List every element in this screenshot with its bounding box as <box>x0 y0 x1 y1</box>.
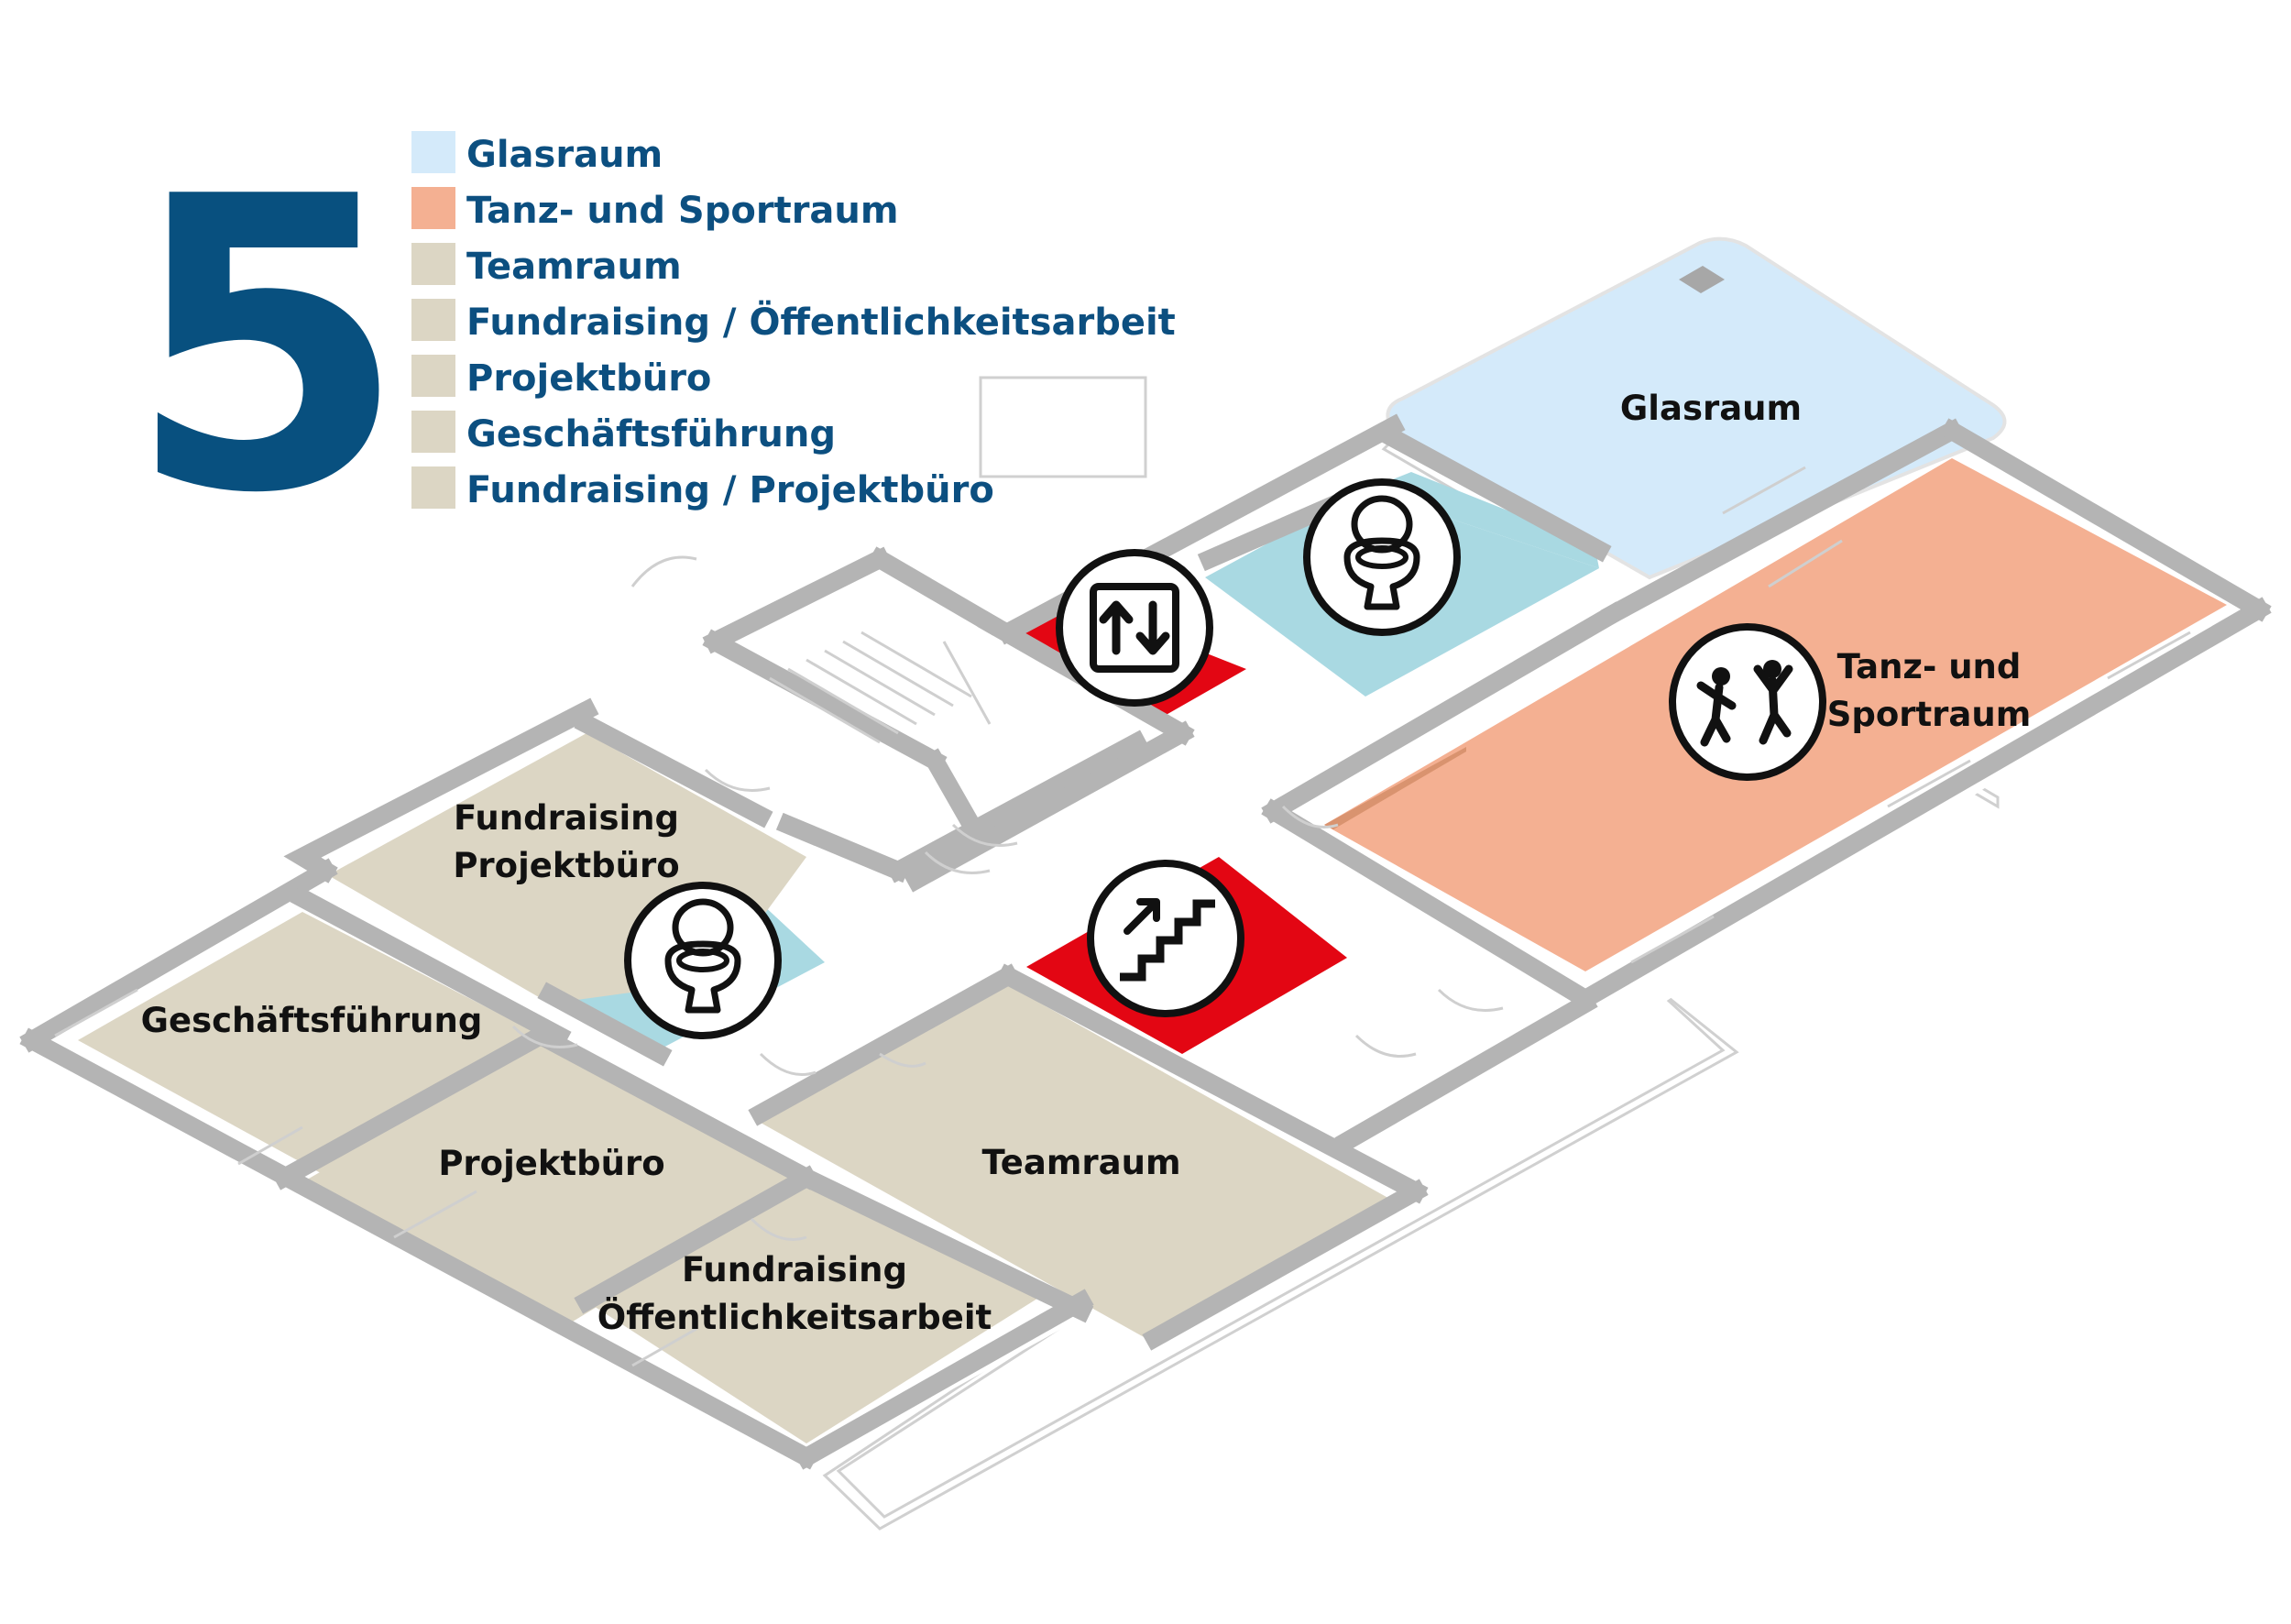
room-label-tanz-line2: Sportraum <box>1827 695 2032 734</box>
sports-icon <box>1669 623 1826 781</box>
floor-plan: Glasraum Tanz- und Sportraum Fundraising… <box>19 236 2272 1531</box>
room-teamraum <box>761 985 1393 1338</box>
legend-label-projektbuero: Projektbüro <box>466 357 711 400</box>
legend-swatch-teamraum <box>411 243 455 285</box>
legend-swatch-projektbuero <box>411 355 455 397</box>
room-label-teamraum: Teamraum <box>981 1143 1180 1182</box>
legend-swatch-tanz <box>411 187 455 229</box>
room-tanz-shadow <box>1324 747 1466 829</box>
room-label-fundraising-oeff-line2: Öffentlichkeitsarbeit <box>597 1297 992 1337</box>
glasraum-skylight <box>1679 266 1725 293</box>
room-label-geschaeftsfuehrung: Geschäftsführung <box>141 1001 483 1040</box>
walls <box>19 413 2272 1470</box>
toilet-icon <box>1303 478 1461 636</box>
legend-swatch-fundraising-projekt <box>411 466 455 509</box>
elevator-icon <box>1056 549 1213 707</box>
legend-label-fundraising-oeff: Fundraising / Öffentlichkeitsarbeit <box>466 300 1176 344</box>
legend: Glasraum Tanz- und Sportraum Teamraum Fu… <box>411 131 1176 511</box>
legend-label-fundraising-projekt: Fundraising / Projektbüro <box>466 469 994 511</box>
legend-swatch-glasraum <box>411 131 455 173</box>
legend-label-geschaeft: Geschäftsführung <box>466 413 836 455</box>
legend-swatch-fundraising-oeff <box>411 299 455 341</box>
legend-swatch-geschaeft <box>411 411 455 453</box>
legend-label-teamraum: Teamraum <box>466 246 682 288</box>
room-label-glasraum: Glasraum <box>1620 389 1802 428</box>
room-label-fundraising-oeff-line1: Fundraising <box>682 1250 907 1289</box>
interior-lines <box>54 466 2191 1367</box>
room-label-projektbuero: Projektbüro <box>438 1144 664 1183</box>
room-label-tanz-line1: Tanz- und <box>1837 647 2022 686</box>
stairs-icon <box>1087 860 1244 1017</box>
legend-label-tanz: Tanz- und Sportraum <box>466 190 899 232</box>
legend-label-glasraum: Glasraum <box>466 134 663 176</box>
floor-number: 5 <box>126 112 407 581</box>
room-label-fundraising-projekt-line1: Fundraising <box>454 798 679 838</box>
room-label-fundraising-projekt-line2: Projektbüro <box>453 846 679 885</box>
toilet-icon <box>624 882 782 1039</box>
